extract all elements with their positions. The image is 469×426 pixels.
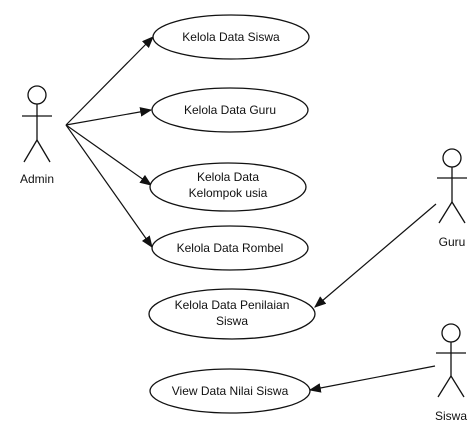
association-siswa-view-data-nilai-siswa [308,365,436,393]
association-guru-kelola-data-penilaian-siswa [314,203,437,308]
actor-siswa-label: Siswa [435,409,467,423]
association-admin-kelola-data-guru [65,107,153,126]
association-admin-kelola-data-rombel [65,124,153,248]
actor-admin-label: Admin [20,172,54,186]
use-case-label-kelola-data-penilaian-siswa-line-2: Siswa [216,314,248,328]
use-case-label-kelola-data-kelompok-usia-line-2: Kelompok usia [189,186,268,200]
use-case-label-kelola-data-siswa: Kelola Data Siswa [182,30,280,44]
use-case-kelola-data-guru: Kelola Data Guru [151,87,309,133]
actor-admin: Admin [20,85,54,186]
use-case-view-data-nilai-siswa: View Data Nilai Siswa [149,368,311,414]
use-case-kelola-data-siswa: Kelola Data Siswa [152,14,310,60]
use-case-kelola-data-rombel: Kelola Data Rombel [151,225,309,271]
use-case-kelola-data-kelompok-usia: Kelola Data Kelompok usia [149,162,307,212]
use-case-label-kelola-data-penilaian-siswa-line-1: Kelola Data Penilaian [175,298,290,312]
actor-guru: Guru [437,148,467,249]
association-admin-kelola-data-siswa [65,36,154,126]
associations [65,36,437,393]
association-admin-kelola-data-kelompok-usia [65,124,152,186]
actor-siswa: Siswa [435,323,467,423]
use-case-label-view-data-nilai-siswa: View Data Nilai Siswa [172,384,289,398]
use-case-kelola-data-penilaian-siswa: Kelola Data Penilaian Siswa [148,288,316,340]
use-case-label-kelola-data-guru: Kelola Data Guru [184,103,276,117]
actor-guru-label: Guru [439,235,466,249]
use-case-label-kelola-data-kelompok-usia-line-1: Kelola Data [197,170,259,184]
use-case-label-kelola-data-rombel: Kelola Data Rombel [177,241,284,255]
